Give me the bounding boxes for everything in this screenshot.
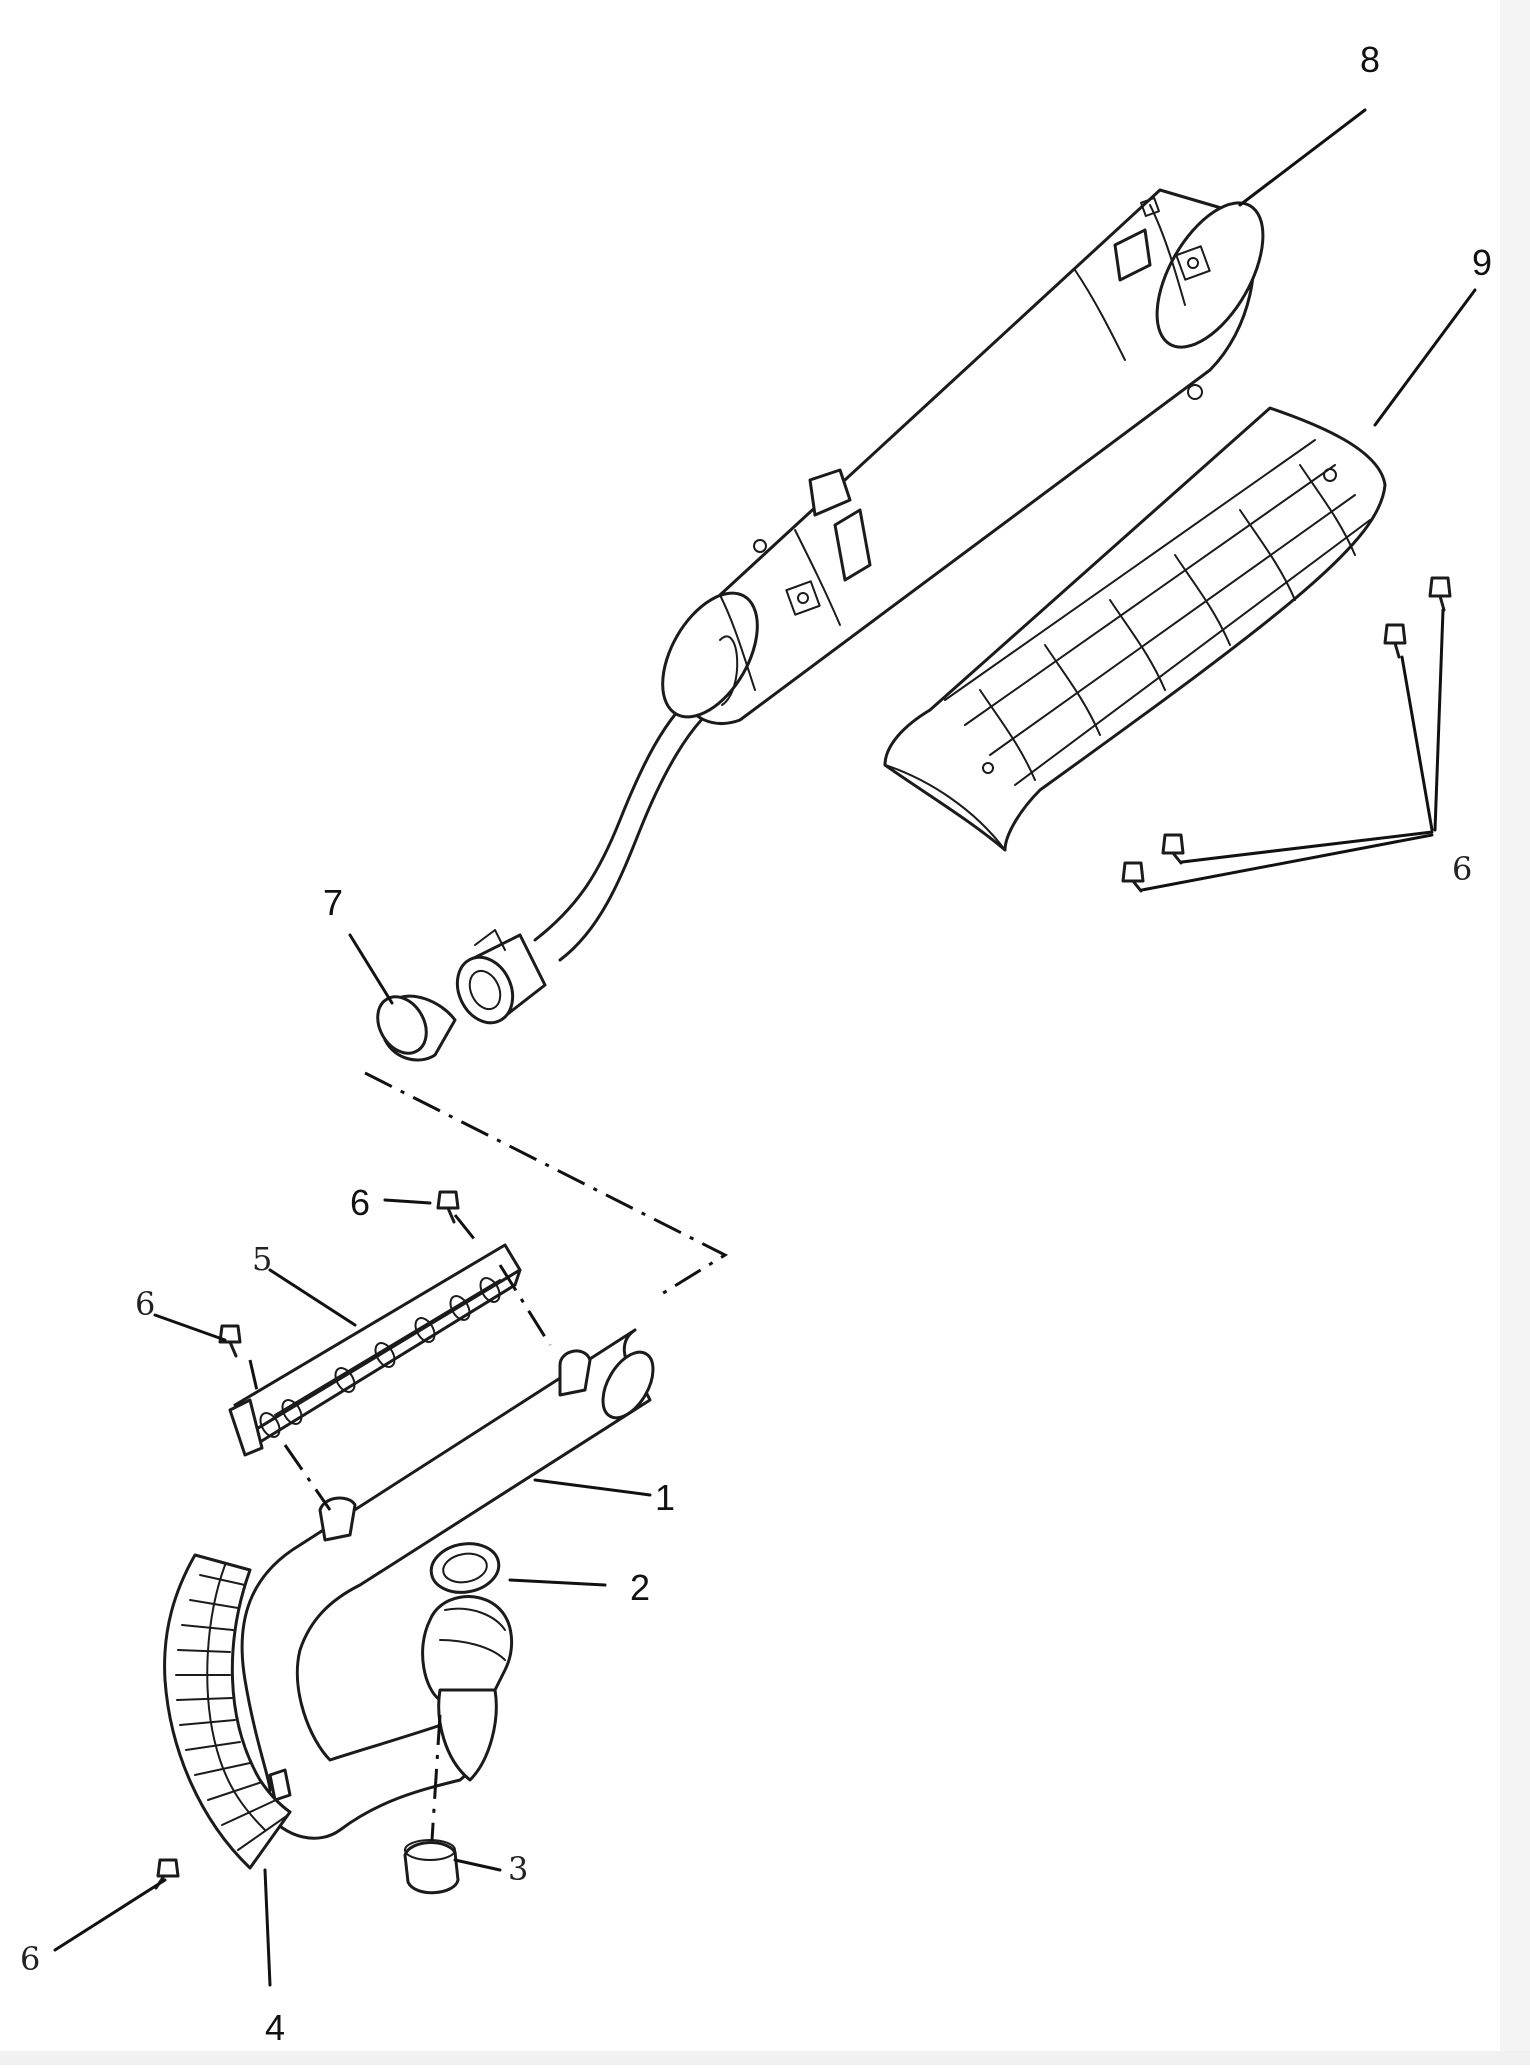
bolt-icon: [1383, 623, 1407, 659]
callout-6-shield-left: 6: [135, 1285, 155, 1323]
bolt-icon: [436, 1190, 460, 1224]
callout-1: 1: [655, 1477, 675, 1518]
heat-shield-part-9: [883, 406, 1387, 852]
bolt-icon: [1161, 833, 1185, 865]
callout-3: 3: [508, 1850, 528, 1888]
lower-heat-guard-part-4: [163, 1553, 292, 1870]
scan-edge-strip: [1500, 0, 1530, 2065]
callout-5: 5: [252, 1240, 272, 1278]
callout-7: 7: [323, 882, 343, 923]
scan-bottom-strip: [0, 2051, 1530, 2065]
cap-part-3: [403, 1839, 460, 1895]
assembly-lines: [248, 1071, 729, 1841]
callout-6-right: 6: [1452, 850, 1472, 888]
callout-6-shield-top: 6: [350, 1182, 370, 1223]
gasket-ring-part-2: [429, 1542, 501, 1594]
callout-8: 8: [1360, 39, 1380, 80]
callout-labels: 1 2 3 4 5 6 6 6 6 7 8 9: [20, 39, 1492, 2048]
pipe-clamp: [455, 929, 547, 1025]
callout-2: 2: [630, 1567, 650, 1608]
gasket-sleeve-part-7: [376, 994, 457, 1062]
callout-4: 4: [265, 2007, 285, 2048]
leader-lines: [53, 108, 1477, 1987]
callout-9: 9: [1472, 242, 1492, 283]
bolt-icon: [1428, 576, 1452, 612]
muffler-part-8: [455, 188, 1265, 1025]
bolt-icon: [218, 1324, 242, 1358]
bolt-icon: [1121, 861, 1145, 893]
bolt-set-right: [1121, 576, 1452, 893]
callout-6-lower-left: 6: [20, 1940, 40, 1978]
upper-heat-guard-part-5: [228, 1243, 522, 1457]
pipe-flange: [421, 1595, 514, 1782]
